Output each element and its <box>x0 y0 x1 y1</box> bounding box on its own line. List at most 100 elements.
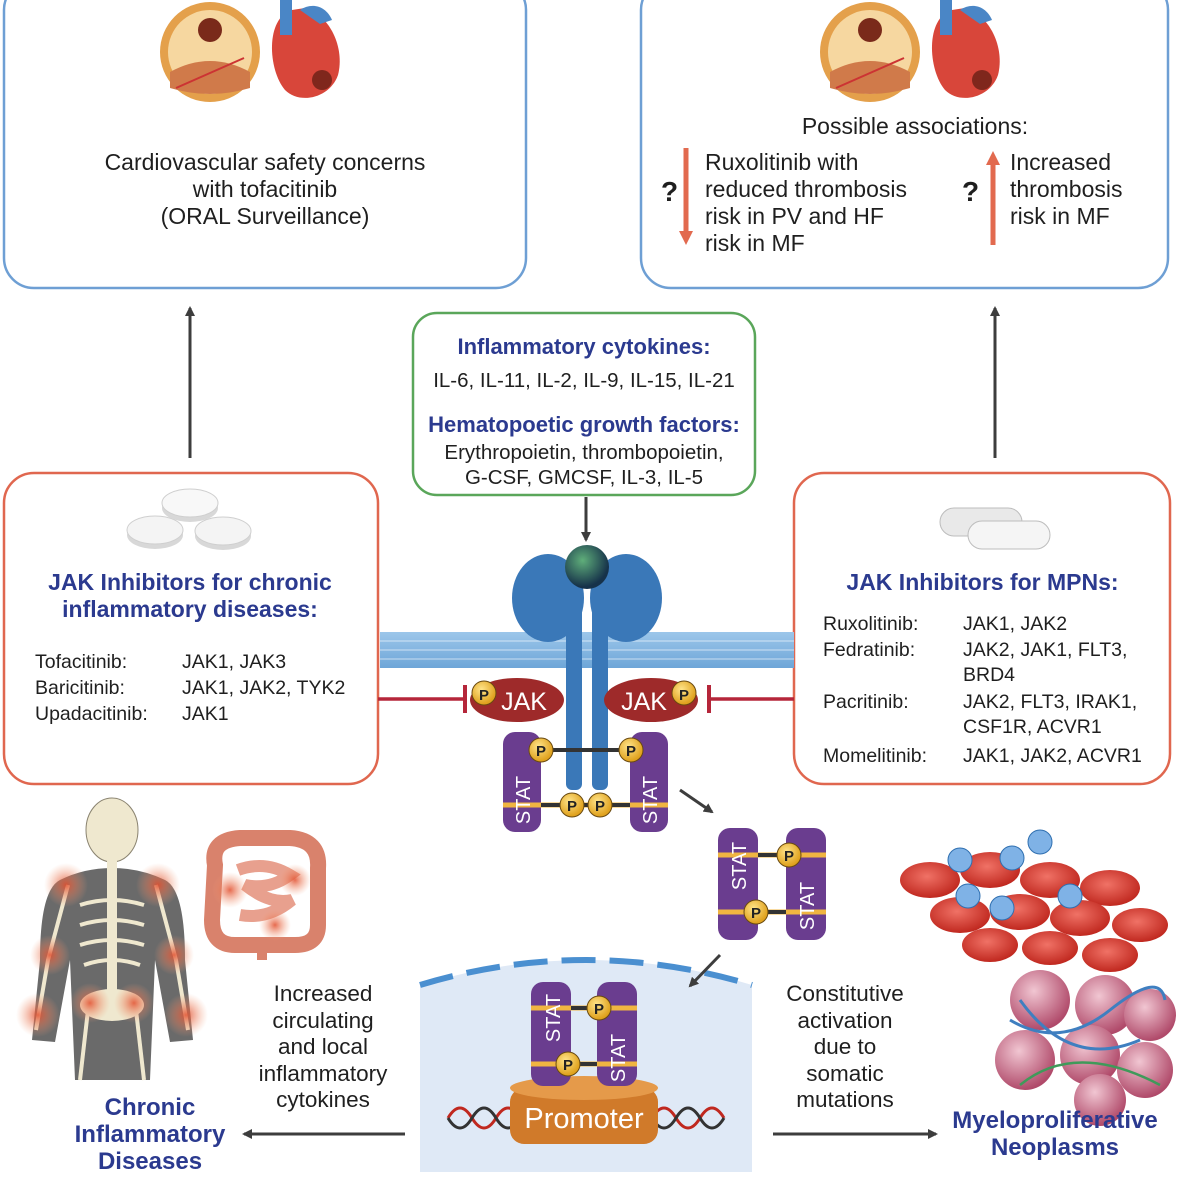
svg-text:P: P <box>563 1057 573 1074</box>
promoter-label: Promoter <box>524 1103 644 1135</box>
text-line: (ORAL Surveillance) <box>160 203 370 229</box>
drug-targets: BRD4 <box>963 664 1016 686</box>
svg-text:P: P <box>567 798 577 815</box>
capsules-icon <box>939 507 1051 550</box>
drug-targets: JAK2, FLT3, IRAK1, <box>963 691 1138 713</box>
text-line: due to <box>813 1034 877 1059</box>
stat-pair-receptor: STAT STAT <box>503 732 668 832</box>
arrow-into-nucleus <box>688 953 722 988</box>
myeloid-cells-illustration <box>995 970 1176 1126</box>
svg-text:STAT: STAT <box>729 842 751 890</box>
text-line: Diseases <box>97 1148 203 1175</box>
text-line: Cardiovascular safety concerns <box>104 149 426 175</box>
right-box-title: JAK Inhibitors for MPNs: <box>846 569 1119 595</box>
text-line: risk in PV and HF <box>705 203 884 229</box>
svg-text:P: P <box>594 1001 604 1018</box>
text-line: inflammatory <box>258 1060 388 1086</box>
svg-text:P: P <box>536 743 546 760</box>
drug-targets: JAK2, JAK1, FLT3, <box>963 639 1128 661</box>
cytokines-list: IL-6, IL-11, IL-2, IL-9, IL-15, IL-21 <box>433 369 735 392</box>
text-line: somatic <box>806 1060 884 1086</box>
text-line: risk in MF <box>1010 203 1110 229</box>
svg-text:STAT: STAT <box>640 776 662 824</box>
text-line: thrombosis <box>1010 176 1123 202</box>
text-line: and local <box>277 1034 369 1059</box>
intestine-illustration <box>203 830 327 960</box>
left-inhibitor-box <box>2 471 380 786</box>
text-line: activation <box>797 1007 893 1033</box>
drug-name: Baricitinib: <box>35 677 125 699</box>
nuclear-envelope <box>419 957 753 988</box>
drug-targets: JAK1, JAK3 <box>182 651 287 673</box>
left-inhibition-line <box>378 685 467 713</box>
ligand-icon <box>565 545 609 589</box>
text-line: circulating <box>272 1007 374 1033</box>
left-box-title: JAK Inhibitors for chronic inflammatory … <box>20 569 360 623</box>
cytokine-receptor <box>512 545 662 790</box>
drug-name: Upadacitinib: <box>35 703 148 725</box>
svg-text:STAT: STAT <box>543 994 565 1042</box>
drug-targets: CSF1R, ACVR1 <box>963 716 1102 738</box>
arrow-to-stat-dimer <box>679 788 714 814</box>
jak-left-label: JAK <box>501 688 547 716</box>
dna-icon <box>446 1106 726 1130</box>
tablets-icon <box>126 488 252 550</box>
text-line: Increased <box>273 981 373 1006</box>
text-line: reduced thrombosis <box>705 176 907 202</box>
svg-text:P: P <box>626 743 636 760</box>
svg-text:STAT: STAT <box>513 776 535 824</box>
ruxolitinib-association: Ruxolitinib with reduced thrombosis risk… <box>705 149 935 257</box>
text-line: Chronic <box>104 1094 196 1121</box>
svg-text:P: P <box>751 905 761 922</box>
drug-name: Momelitinib: <box>823 745 928 767</box>
myeloproliferative-neoplasms-label: Myeloproliferative Neoplasms <box>935 1107 1175 1161</box>
question-mark-icon: ? <box>962 176 980 207</box>
drug-targets: JAK1 <box>182 703 229 725</box>
promoter <box>510 1088 658 1144</box>
constitutive-activation-text: Constitutive activation due to somatic m… <box>765 981 925 1114</box>
top-left-text: Cardiovascular safety concerns with tofa… <box>60 149 470 230</box>
text-line: risk in MF <box>705 230 805 256</box>
svg-text:P: P <box>595 798 605 815</box>
top-right-box <box>639 0 1170 290</box>
text-line: Ruxolitinib with <box>705 149 859 175</box>
drug-name: Ruxolitinib: <box>823 613 919 635</box>
jak-right-label: JAK <box>621 688 667 716</box>
cytokine-box <box>411 311 757 497</box>
text-line: cytokines <box>276 1087 370 1112</box>
phospho-jak-left <box>471 680 497 706</box>
text-line: JAK Inhibitors for chronic <box>48 569 332 595</box>
stat-dimer-nucleus: STAT STAT P P <box>531 982 637 1086</box>
phospho-jak-right <box>671 680 697 706</box>
drug-targets: JAK1, JAK2 <box>963 613 1068 635</box>
circulating-cytokines-text: Increased circulating and local inflamma… <box>238 981 408 1114</box>
svg-text:STAT: STAT <box>797 882 819 930</box>
phospho-stat-receptor: P P P P <box>528 737 644 818</box>
text-line: Constitutive <box>786 981 904 1006</box>
drug-targets: JAK1, JAK2, ACVR1 <box>963 745 1142 767</box>
text-line: mutations <box>796 1087 894 1112</box>
growth-factors-line2: G-CSF, GMCSF, IL-3, IL-5 <box>464 466 704 489</box>
stat-dimer: STAT STAT P P <box>718 828 826 940</box>
text-line: Increased <box>1010 149 1112 175</box>
text-line: Myeloproliferative <box>952 1107 1158 1134</box>
chronic-inflammatory-diseases-label: Chronic Inflammatory Diseases <box>60 1094 240 1175</box>
text-line: Inflammatory <box>74 1121 226 1148</box>
top-left-box <box>2 0 528 290</box>
growth-factors-line1: Erythropoietin, thrombopoietin, <box>444 441 724 464</box>
svg-text:P: P <box>784 848 794 865</box>
growth-factors-title: Hematopoetic growth factors: <box>428 412 740 437</box>
right-inhibitor-box <box>792 471 1172 786</box>
artery-heart-illustration-right <box>820 0 1000 102</box>
svg-text:P: P <box>479 687 489 704</box>
drug-name: Tofacitinib: <box>35 651 128 673</box>
associations-heading: Possible associations: <box>801 113 1029 139</box>
text-line: with tofacitinib <box>192 176 338 202</box>
right-inhibition-line <box>707 685 794 713</box>
drug-name: Pacritinib: <box>823 691 909 713</box>
svg-text:STAT: STAT <box>608 1034 630 1082</box>
cytokines-title: Inflammatory cytokines: <box>457 334 711 359</box>
increased-thrombosis-association: Increased thrombosis risk in MF <box>1010 149 1160 230</box>
